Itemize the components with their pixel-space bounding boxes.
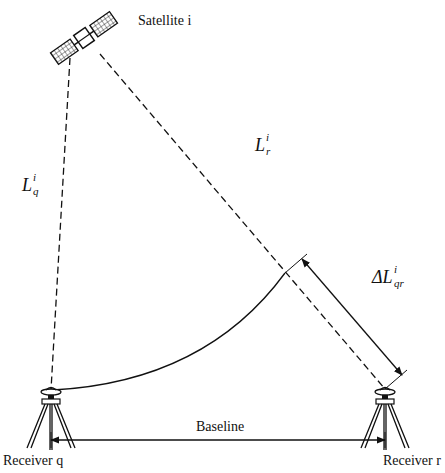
receiver-label: Receiver q	[3, 454, 63, 468]
signal-path-r	[100, 54, 385, 389]
range-symbol: L	[255, 136, 265, 154]
range-difference-symbol: ΔL	[372, 268, 393, 286]
range-superscript: i	[394, 264, 397, 275]
dimension-tick	[385, 370, 407, 389]
range-superscript: i	[33, 172, 36, 183]
range-symbol: L	[22, 176, 32, 194]
dimension-arrow	[302, 259, 402, 375]
satellite-label: Satellite i	[138, 14, 191, 28]
dimension-tick	[51, 432, 52, 448]
dimension-tick	[385, 432, 386, 448]
range-subscript: r	[266, 146, 270, 157]
range-superscript: i	[266, 132, 269, 143]
signal-path-q	[51, 58, 70, 390]
satellite-icon	[50, 11, 118, 65]
range-subscript: qr	[394, 278, 404, 289]
dimension-tick	[285, 254, 307, 273]
baseline-label: Baseline	[194, 420, 246, 434]
range-arc	[53, 273, 285, 390]
range-subscript: q	[33, 186, 39, 197]
baseline-arrow	[51, 439, 385, 440]
receiver-label: Receiver r	[383, 454, 441, 468]
